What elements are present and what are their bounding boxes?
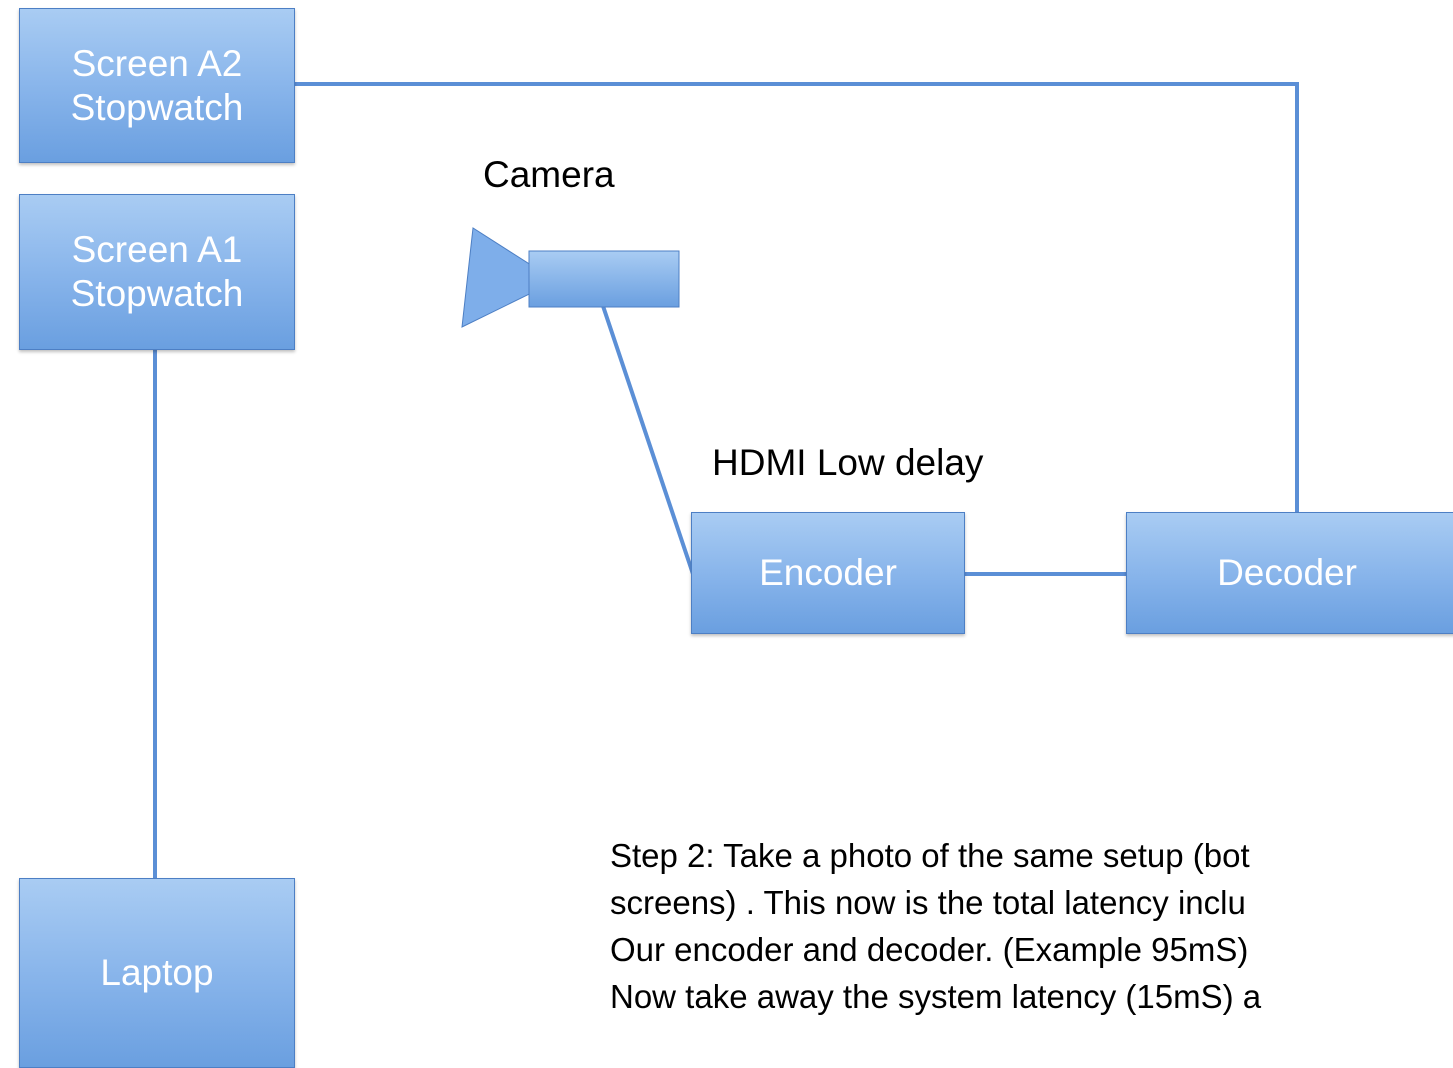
- note-line: Step 2: Take a photo of the same setup (…: [610, 837, 1250, 874]
- screen-a1-box: Screen A1 Stopwatch: [19, 194, 295, 350]
- line-camera-to-encoder: [601, 305, 695, 575]
- hdmi-label: HDMI Low delay: [712, 442, 984, 483]
- screen-a2-label: Screen A2 Stopwatch: [70, 42, 244, 128]
- decoder-label: Decoder: [1217, 552, 1357, 593]
- camera-label: Camera: [483, 154, 615, 195]
- encoder-label: Encoder: [759, 552, 897, 593]
- screen-a2-box: Screen A2 Stopwatch: [19, 8, 295, 163]
- step-2-note: Step 2: Take a photo of the same setup (…: [610, 832, 1261, 1020]
- camera-icon: [461, 227, 680, 328]
- camera-body-icon: [528, 250, 680, 308]
- line-screen-a2-to-decoder: [294, 82, 1299, 512]
- laptop-box: Laptop: [19, 878, 295, 1068]
- note-line: Our encoder and decoder. (Example 95mS): [610, 931, 1249, 968]
- screen-a1-label: Screen A1 Stopwatch: [70, 229, 244, 314]
- camera-lens-icon: [461, 227, 558, 328]
- decoder-box: Decoder: [1126, 512, 1453, 634]
- encoder-box: Encoder: [691, 512, 965, 634]
- note-line: Now take away the system latency (15mS) …: [610, 978, 1262, 1015]
- laptop-label: Laptop: [100, 952, 214, 993]
- note-line: screens) . This now is the total latency…: [610, 884, 1246, 921]
